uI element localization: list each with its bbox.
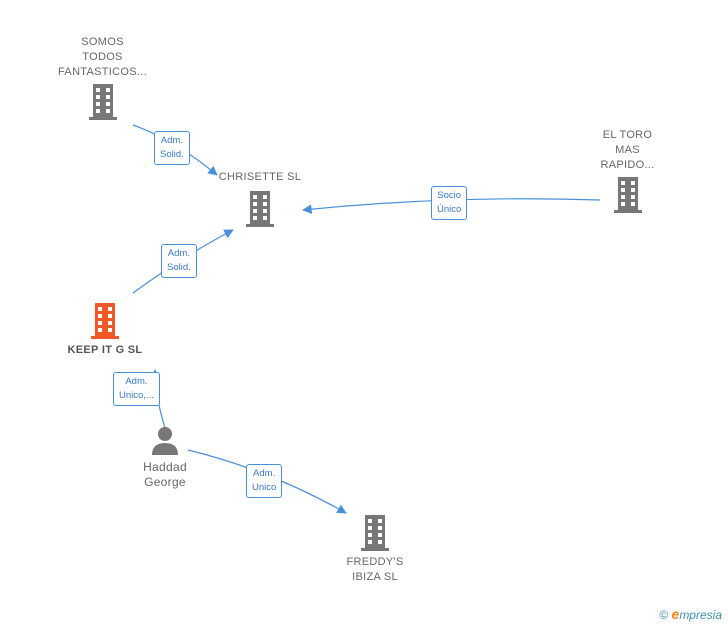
company-label: SOMOS TODOS FANTASTICOS... — [58, 36, 147, 78]
person-label: Haddad George — [143, 460, 187, 489]
brand-name: mpresia — [679, 608, 722, 622]
company-label: FREDDY'S IBIZA SL — [346, 556, 404, 583]
empresia-logo: © empresia — [659, 606, 722, 622]
person-icon — [152, 427, 178, 455]
building-icon — [88, 84, 117, 120]
company-node-keepit[interactable]: KEEP IT G SL — [45, 303, 165, 358]
company-label: EL TORO MAS RAPIDO... — [600, 129, 655, 171]
building-icon-highlighted — [91, 303, 119, 339]
company-node-somos[interactable]: SOMOS TODOS FANTASTICOS... — [40, 35, 165, 120]
company-node-chrisette[interactable]: CHRISETTE SL — [200, 170, 320, 227]
company-label: CHRISETTE SL — [218, 171, 302, 183]
relation-label-eltoro-chrisette[interactable]: Socio Único — [431, 186, 468, 220]
company-node-eltoro[interactable]: EL TORO MAS RAPIDO... — [580, 128, 675, 213]
company-node-freddys[interactable]: FREDDY'S IBIZA SL — [325, 515, 425, 585]
person-node-haddad[interactable]: Haddad George — [125, 425, 205, 490]
brand-initial: e — [671, 606, 680, 622]
relation-label-keepit-chrisette[interactable]: Adm. Solid. — [161, 244, 197, 278]
building-icon — [361, 515, 389, 551]
relation-label-haddad-freddys[interactable]: Adm. Unico — [246, 464, 283, 498]
copyright-symbol: © — [659, 608, 669, 622]
building-icon — [613, 177, 642, 213]
company-label: KEEP IT G SL — [67, 344, 143, 356]
building-icon — [246, 191, 274, 227]
relation-label-somos-chrisette[interactable]: Adm. Solid. — [154, 131, 190, 165]
relation-label-haddad-keepit[interactable]: Adm. Unico,... — [113, 372, 160, 406]
